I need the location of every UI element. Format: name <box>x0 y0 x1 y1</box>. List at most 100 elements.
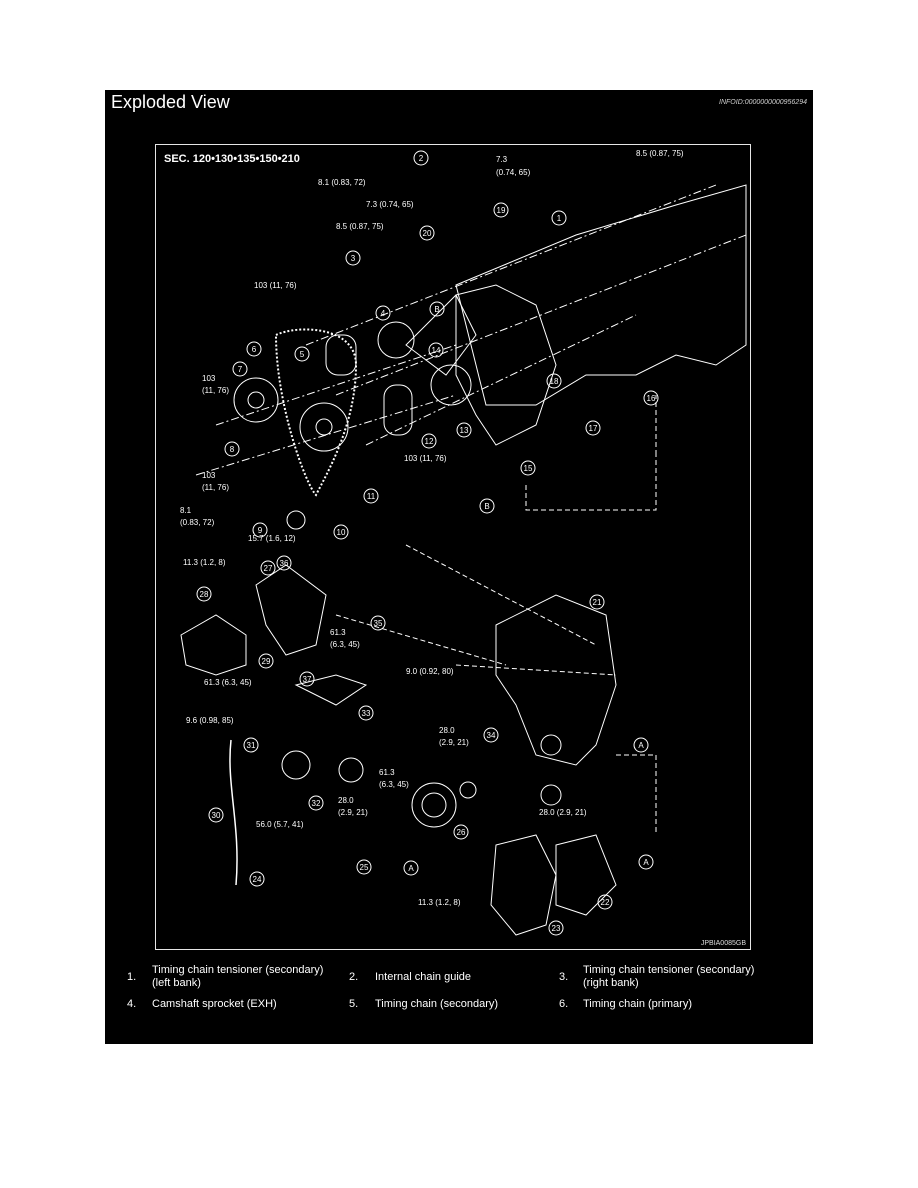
callout-27-marker <box>260 560 276 576</box>
letter-b-top: B <box>434 305 439 314</box>
callout-3-marker <box>345 250 361 266</box>
torque-label: 7.3 <box>496 155 508 164</box>
torque-label: 56.0 (5.7, 41) <box>256 820 304 829</box>
left-head-outline <box>405 294 477 376</box>
callout-7-marker <box>232 361 248 377</box>
figure-code: JPBIA0085GB <box>700 940 746 947</box>
letter-b-bottom-marker <box>479 498 495 514</box>
callout-10: 10 <box>337 528 346 537</box>
callout-23-marker <box>548 920 564 936</box>
cylinder-block-outline <box>455 184 747 406</box>
crank-pulley-inner <box>421 792 447 818</box>
callout-5: 5 <box>300 350 305 359</box>
torque-label: 15.7 (1.6, 12) <box>248 534 296 543</box>
callout-29: 29 <box>262 657 271 666</box>
torque-label: 28.0 <box>338 796 354 805</box>
page-title: Exploded View <box>111 92 230 112</box>
legend-number: 4. <box>127 998 137 1010</box>
legend-number: 5. <box>349 998 359 1010</box>
callout-8: 8 <box>230 445 235 454</box>
legend-label: Timing chain (primary) <box>583 998 693 1010</box>
torque-label: (6.3, 45) <box>379 780 409 789</box>
water-pump <box>180 614 247 676</box>
torque-label: (0.74, 65) <box>496 168 531 177</box>
secondary-chain <box>383 384 413 436</box>
exploded-view-panel: Exploded View INFOID:0000000000956294 <box>105 90 813 1044</box>
letter-a-pulley: A <box>408 864 414 873</box>
exploded-diagram: 1 2 3 4 5 6 7 8 9 10 11 12 13 14 15 16 1… <box>180 149 747 936</box>
torque-label: 103 (11, 76) <box>254 281 297 290</box>
torque-label: 8.5 (0.87, 75) <box>336 222 384 231</box>
sprocket-13 <box>430 364 472 406</box>
oil-seal-right <box>540 784 562 806</box>
torque-label: 61.3 (6.3, 45) <box>204 678 252 687</box>
callout-27: 27 <box>264 564 273 573</box>
callout-11-marker <box>363 488 379 504</box>
callout-33-marker <box>358 705 374 721</box>
callout-29-marker <box>258 653 274 669</box>
crank-pulley <box>411 782 457 828</box>
callout-33: 33 <box>362 709 371 718</box>
callout-19: 19 <box>497 206 506 215</box>
callout-6: 6 <box>252 345 257 354</box>
callout-1-marker <box>551 210 567 226</box>
torque-label: (2.9, 21) <box>439 738 469 747</box>
letter-a-lower: A <box>643 858 649 867</box>
callout-32-marker <box>308 795 324 811</box>
sprocket-7 <box>233 377 279 423</box>
callout-18-marker <box>546 373 562 389</box>
callout-28: 28 <box>200 590 209 599</box>
callout-20: 20 <box>423 229 432 238</box>
torque-label: 61.3 <box>330 628 346 637</box>
oil-pump-cover <box>490 834 557 936</box>
torque-label: 28.0 <box>439 726 455 735</box>
letter-b-top-marker <box>429 301 445 317</box>
idler-31 <box>281 750 311 780</box>
letter-a-right-marker <box>633 737 649 753</box>
callout-37-marker <box>299 671 315 687</box>
callout-14-marker <box>428 342 444 358</box>
callout-4: 4 <box>381 309 386 318</box>
front-oil-seal <box>459 781 477 799</box>
torque-label: (2.9, 21) <box>338 808 368 817</box>
sprocket-4 <box>377 321 415 359</box>
torque-label: (11, 76) <box>202 386 229 395</box>
chain-tensioner-lower <box>294 674 368 706</box>
callout-26: 26 <box>457 828 466 837</box>
callout-8-marker <box>224 441 240 457</box>
callout-30-marker <box>208 807 224 823</box>
torque-label: 8.5 (0.87, 75) <box>636 149 684 158</box>
chain-secondary-left <box>325 334 357 376</box>
callout-36: 36 <box>280 559 289 568</box>
callout-15-marker <box>520 460 536 476</box>
torque-label: 28.0 (2.9, 21) <box>539 808 587 817</box>
callout-24: 24 <box>253 875 262 884</box>
callout-23: 23 <box>552 924 561 933</box>
callout-35-marker <box>370 615 386 631</box>
callout-1: 1 <box>557 214 562 223</box>
callout-21: 21 <box>593 598 602 607</box>
callout-18: 18 <box>550 377 559 386</box>
torque-label: (11, 76) <box>202 483 229 492</box>
callout-13-marker <box>456 422 472 438</box>
torque-label: 103 <box>202 471 216 480</box>
torque-label: 7.3 (0.74, 65) <box>366 200 414 209</box>
callout-7: 7 <box>238 365 243 374</box>
callout-11: 11 <box>367 492 376 501</box>
callout-36-marker <box>276 555 292 571</box>
callout-34-marker <box>483 727 499 743</box>
diagram-frame: 1 2 3 4 5 6 7 8 9 10 11 12 13 14 15 16 1… <box>155 144 751 950</box>
callout-3: 3 <box>351 254 356 263</box>
callout-9-marker <box>252 522 268 538</box>
callout-15: 15 <box>524 464 533 473</box>
sprocket-11-hub <box>315 418 333 436</box>
torque-label: 11.3 (1.2, 8) <box>418 898 461 907</box>
legend-number: 2. <box>349 971 359 983</box>
callout-17: 17 <box>589 424 598 433</box>
callout-19-marker <box>493 202 509 218</box>
callout-35: 35 <box>374 619 383 628</box>
letter-a-lower-marker <box>638 854 654 870</box>
callout-37: 37 <box>303 675 312 684</box>
legend-label: Timing chain (secondary) <box>375 998 499 1010</box>
letter-a-pulley-marker <box>403 860 419 876</box>
